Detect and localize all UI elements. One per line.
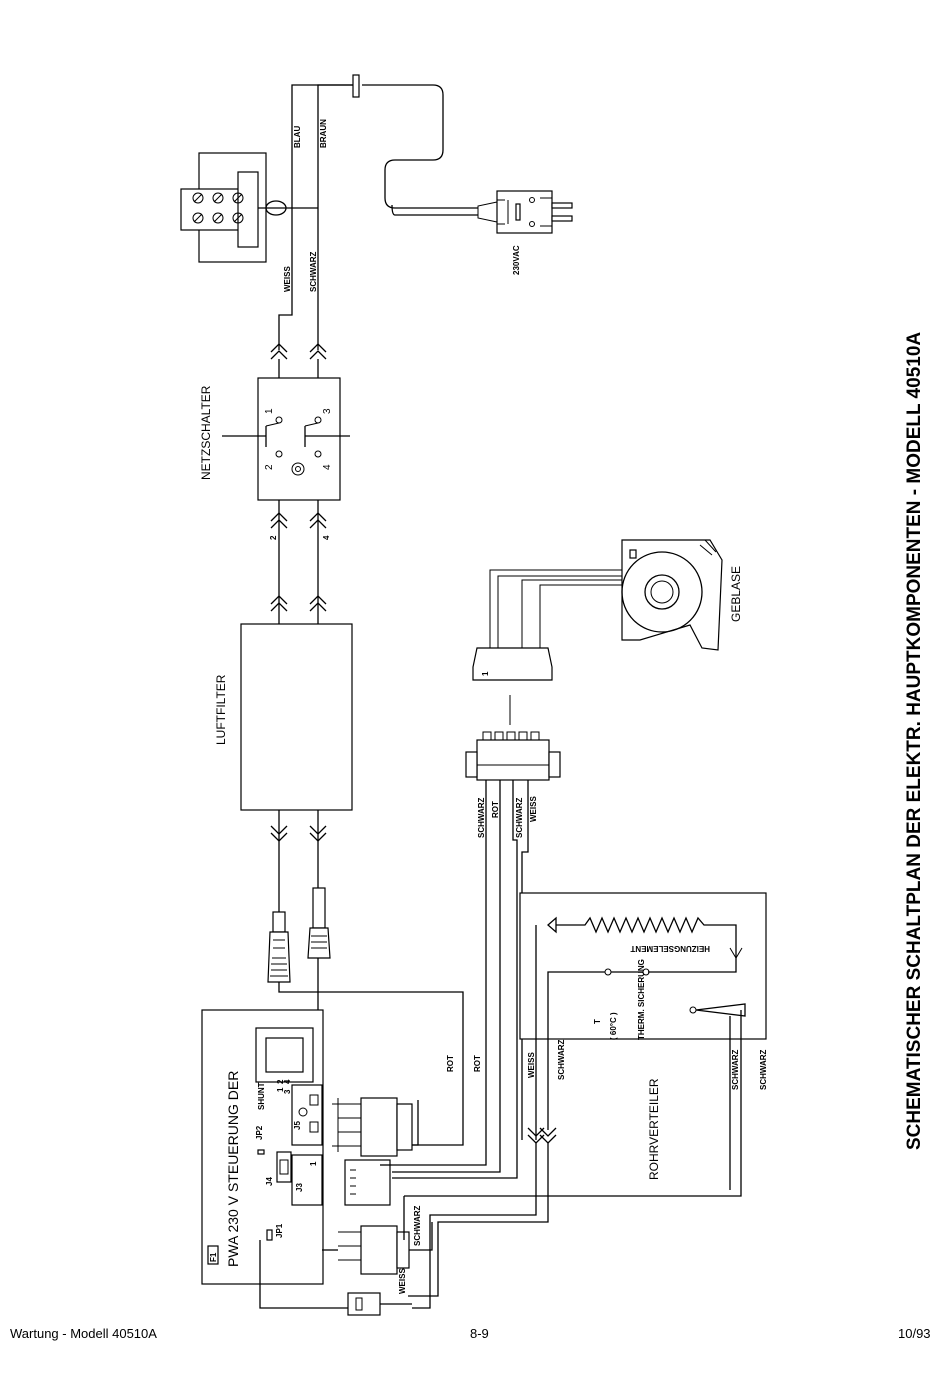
- blower-connector-female: 1: [472, 647, 553, 681]
- pwa-shunt-label: SHUNT: [257, 1082, 266, 1110]
- pwa-fuse-label: F1: [209, 1252, 218, 1262]
- rohrverteiler-label: ROHRVERTEILER: [647, 1078, 661, 1180]
- blower: GEBLASE: [621, 539, 743, 651]
- temperature-label: ( 60°C ): [609, 1012, 618, 1040]
- switch-pin-2: 2: [264, 464, 275, 470]
- wire-label-rot-1: ROT: [446, 1055, 455, 1072]
- wire-label-schwarz-h2: SCHWARZ: [515, 797, 524, 838]
- switch-pin-1: 1: [264, 408, 275, 414]
- pwa-pin-3: 3: [283, 1089, 292, 1094]
- power-plug: 230VAC: [477, 190, 573, 275]
- power-cord: BLAU BRAUN: [291, 74, 478, 216]
- harness-connector-male: [465, 731, 561, 781]
- wire-label-schwarz-top: SCHWARZ: [309, 251, 318, 292]
- manifold-box: HEIZUNGSELEMENT T ( 60°C ) THERM. SICHER…: [519, 892, 767, 1130]
- line-filter: LUFTFILTER: [214, 623, 353, 811]
- filter-lead-terminals: [267, 887, 331, 983]
- thermosicherung-label: THERM. SICHERUNG: [637, 959, 646, 1040]
- wire-label-schwarz-pwa: SCHWARZ: [413, 1205, 422, 1246]
- power-switch: 1 3 2 4 NETZSCHALTER: [199, 377, 350, 501]
- wire-label-schwarz-m: SCHWARZ: [557, 1039, 566, 1080]
- pwa-label: PWA 230 V STEUERUNG DER: [225, 1071, 241, 1267]
- pwa-j5-label: J5: [293, 1121, 302, 1130]
- pwa-jp1-label: JP1: [275, 1223, 284, 1238]
- footer-left: Wartung - Modell 40510A: [10, 1326, 157, 1341]
- pwa-jp2-label: JP2: [255, 1125, 264, 1140]
- pwa-pin-4: 4: [283, 1079, 292, 1084]
- wire-label-weiss-h: WEISS: [529, 796, 538, 822]
- plug-voltage-label: 230VAC: [512, 245, 521, 275]
- luftfilter-label: LUFTFILTER: [214, 674, 228, 745]
- footer-right: 10/93: [898, 1326, 931, 1341]
- switch-pin-3: 3: [322, 408, 333, 414]
- filter-pin-2: 2: [269, 535, 278, 540]
- filter-pin-4: 4: [322, 535, 331, 540]
- wire-label-weiss-top: WEISS: [283, 266, 292, 292]
- geblase-label: GEBLASE: [729, 566, 743, 622]
- pwa-j3-pin1: 1: [309, 1161, 318, 1166]
- wire-label-braun: BRAUN: [319, 119, 328, 148]
- wire-label-weiss-pwa: WEISS: [398, 1268, 407, 1294]
- wire-label-blau: BLAU: [293, 126, 302, 148]
- wire-label-rot-2: ROT: [473, 1055, 482, 1072]
- wire-label-schwarz-h1: SCHWARZ: [477, 797, 486, 838]
- temperature-t-label: T: [593, 1019, 602, 1024]
- pwa-j4-label: J4: [265, 1177, 274, 1186]
- pwa-pin-1: 1: [276, 1087, 285, 1092]
- wire-label-schwarz-p2: SCHWARZ: [759, 1049, 768, 1090]
- wire-label-schwarz-p1: SCHWARZ: [731, 1049, 740, 1090]
- control-board: PWA 230 V STEUERUNG DER F1 JP1 J4 J3 1 J…: [201, 1009, 324, 1285]
- wire-label-rot-h: ROT: [491, 801, 500, 818]
- terminal-block: [180, 152, 318, 263]
- wire-label-weiss-m: WEISS: [527, 1052, 536, 1078]
- heizungselement-label: HEIZUNGSELEMENT: [630, 944, 710, 953]
- netzschalter-label: NETZSCHALTER: [199, 385, 213, 480]
- switch-pin-4: 4: [322, 464, 333, 470]
- pwa-j3-label: J3: [295, 1183, 304, 1192]
- footer-center: 8-9: [470, 1326, 489, 1341]
- connector-pin-1: 1: [481, 671, 490, 676]
- diagram-title: SCHEMATISCHER SCHALTPLAN DER ELEKTR. HAU…: [904, 332, 925, 1150]
- pwa-pin-2: 2: [276, 1079, 285, 1084]
- pwa-connectors: [332, 1097, 413, 1316]
